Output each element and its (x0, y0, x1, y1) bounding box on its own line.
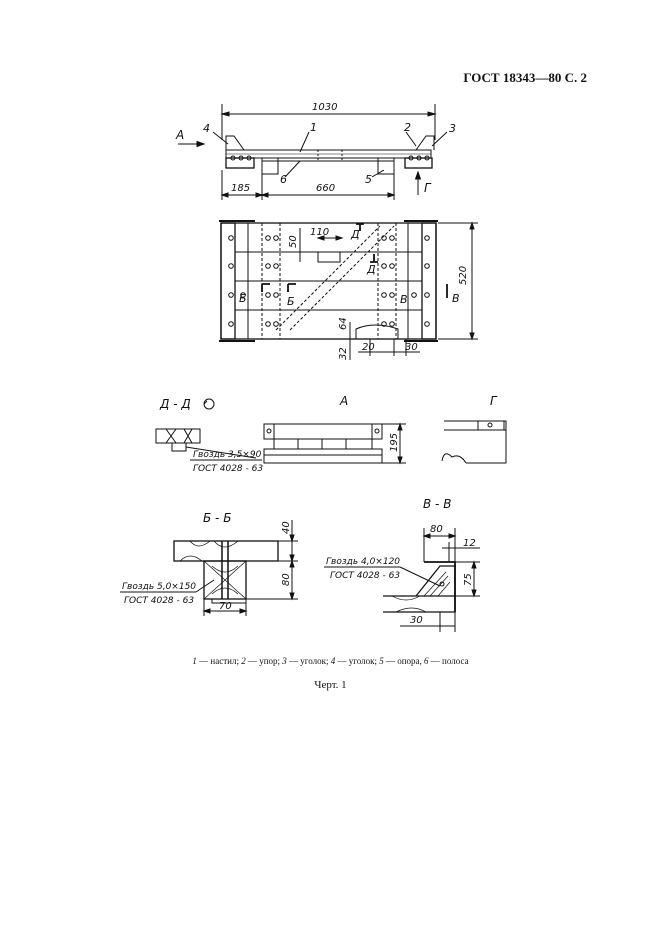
pos-5: 5 (365, 173, 372, 186)
dim-64: 64 (338, 317, 349, 330)
legend-text-6: — полоса (428, 656, 469, 666)
side-view: 1030 185 660 А Г 4 (175, 102, 456, 200)
dim-40: 40 (281, 521, 292, 534)
dim-520: 520 (458, 266, 469, 285)
legend-text-5: — опора, (383, 656, 425, 666)
section-d-d: Д - Д Гвоздь 3,5×90 ГОСТ 4028 - 63 (155, 397, 263, 474)
pos-1: 1 (310, 121, 317, 134)
pos-6: 6 (280, 173, 287, 186)
section-b-b-title: Б - Б (203, 511, 231, 525)
cut-mark-d-bottom: Д (366, 263, 376, 276)
dim-80-vv: 80 (430, 524, 443, 535)
section-d-d-nail: Гвоздь 3,5×90 (193, 450, 262, 460)
cut-mark-d-top: Д (350, 228, 360, 241)
parts-legend: 1 — настил; 2 — упор; 3 — уголок; 4 — уг… (0, 656, 661, 666)
dim-20: 20 (362, 342, 375, 353)
view-arrow-g: Г (424, 181, 432, 195)
dim-70: 70 (219, 601, 232, 612)
legend-text-2: — упор; (245, 656, 283, 666)
view-g-title: Г (490, 394, 498, 408)
section-d-d-title: Д - Д (159, 397, 191, 411)
dim-185: 185 (231, 183, 250, 194)
document-title: ГОСТ 18343—80 С. 2 (463, 70, 587, 85)
section-v-v-nail: Гвоздь 4,0×120 (326, 557, 400, 567)
section-v-v-gost: ГОСТ 4028 - 63 (330, 571, 400, 581)
cut-mark-v-left: В (400, 293, 408, 306)
legend-text-3: — уголок; (286, 656, 331, 666)
legend-num-5: 5 (379, 656, 384, 666)
view-a: А 195 (263, 394, 406, 465)
section-v-v-title: В - В (423, 497, 451, 511)
dim-75: 75 (463, 573, 474, 586)
legend-num-4: 4 (330, 656, 336, 666)
legend-text-1: — настил; (196, 656, 242, 666)
section-b-b-gost: ГОСТ 4028 - 63 (124, 596, 194, 606)
cut-mark-v-right: В (452, 292, 460, 305)
plan-view: 110 50 Д Д Б Б В В 520 64 32 20 30 (219, 220, 478, 360)
legend-num-3: 3 (282, 656, 287, 666)
section-b-b-nail: Гвоздь 5,0×150 (122, 582, 196, 592)
dim-110: 110 (310, 227, 329, 238)
pos-4: 4 (203, 122, 210, 135)
legend-num-2: 2 (241, 656, 246, 666)
legend-text-4: — уголок; (335, 656, 380, 666)
view-a-title: А (339, 394, 348, 408)
section-v-v: В - В 80 12 75 30 Гвоздь 4,0×120 ГОСТ 40… (324, 497, 480, 632)
dim-30-vv: 30 (410, 615, 423, 626)
section-b-b: Б - Б 40 80 70 Гвоздь 5,0×150 ГОСТ 4028 … (120, 511, 298, 616)
dim-195: 195 (389, 433, 400, 452)
view-g: Г (441, 394, 507, 464)
section-d-d-gost: ГОСТ 4028 - 63 (193, 464, 263, 474)
figure-caption: Черт. 1 (314, 679, 347, 691)
dim-80-bb: 80 (281, 573, 292, 586)
dim-50: 50 (288, 235, 299, 248)
dim-1030: 1030 (312, 102, 337, 113)
cut-mark-b-right: Б (287, 295, 295, 308)
dim-12: 12 (463, 538, 476, 549)
dim-660: 660 (316, 183, 335, 194)
dim-32: 32 (338, 347, 349, 360)
pos-3: 3 (449, 122, 456, 135)
legend-num-1: 1 (192, 656, 197, 666)
legend-num-6: 6 (424, 656, 429, 666)
view-arrow-a: А (175, 128, 184, 142)
pos-2: 2 (404, 121, 411, 134)
cut-mark-b-left: Б (239, 292, 247, 305)
dim-30-plan: 30 (405, 342, 418, 353)
